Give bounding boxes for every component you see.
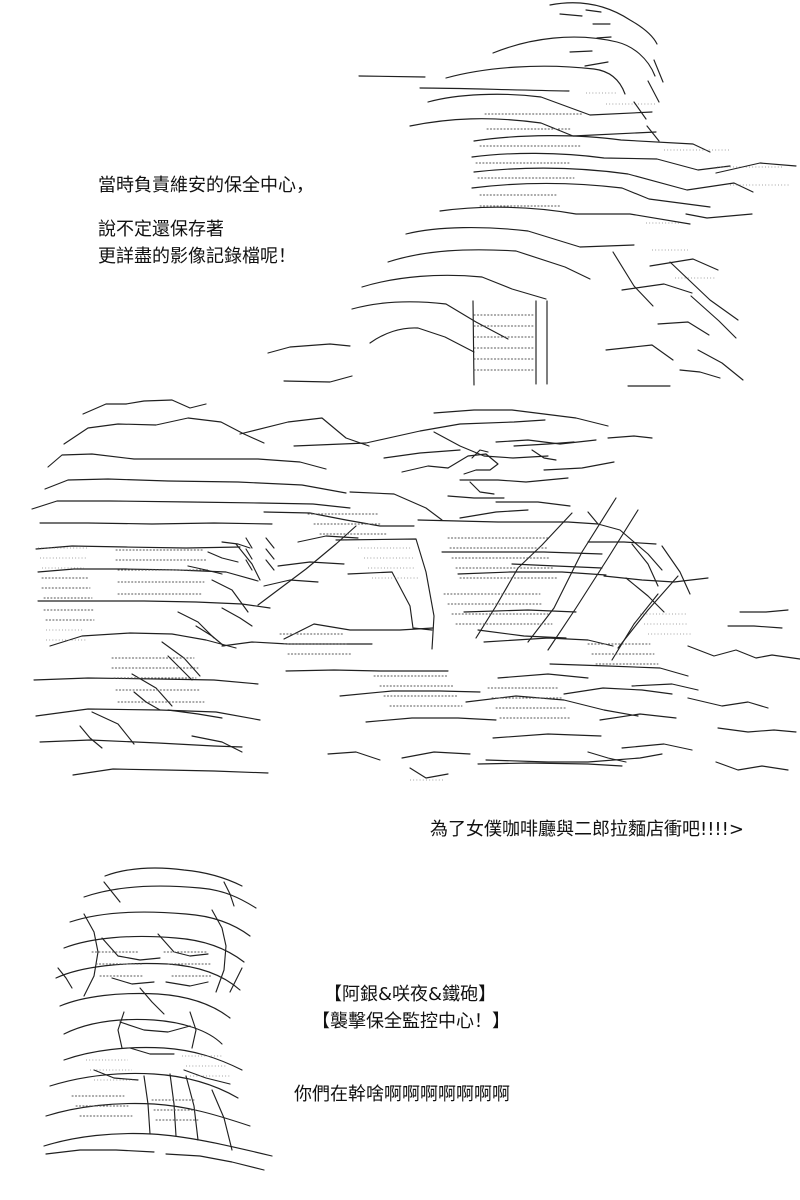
top-caption-line-3: 更詳盡的影像記錄檔呢！ xyxy=(98,246,296,267)
top-caption-line-1: 當時負責維安的保全中心， xyxy=(98,175,314,196)
middle-caption: 為了女僕咖啡廳與二郎拉麵店衝吧!!!!> xyxy=(430,819,744,840)
bottom-left-ascii-art xyxy=(36,864,284,1176)
top-right-ascii-art-drawing xyxy=(267,2,797,387)
bottom-left-ascii-art-drawing xyxy=(43,867,273,1171)
bottom-bracket-line-1: 【阿銀&咲夜&鐵砲】 xyxy=(324,984,497,1005)
middle-group-ascii-art-drawing xyxy=(31,399,800,781)
top-right-ascii-art xyxy=(260,0,800,400)
bottom-bracket-line-2: 【襲擊保全監控中心！】 xyxy=(312,1011,510,1032)
bottom-caption: 你們在幹啥啊啊啊啊啊啊啊 xyxy=(294,1084,510,1105)
top-caption-line-2: 說不定還保存著 xyxy=(98,219,224,240)
middle-group-ascii-art xyxy=(28,398,800,790)
